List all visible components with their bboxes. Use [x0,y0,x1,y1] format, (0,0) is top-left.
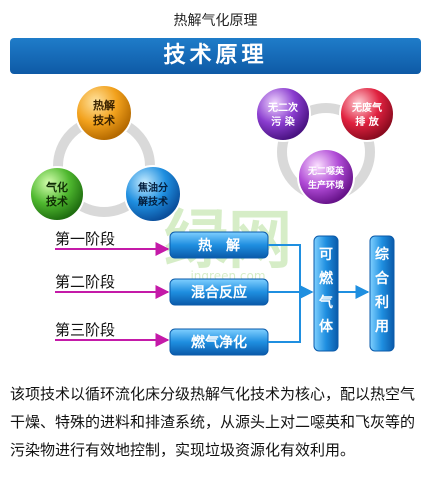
process-box-label: 热 解 [198,237,240,254]
cycle-node-label: 焦油分 [137,181,168,194]
flow-arrow [268,292,301,343]
cycle-node-no-dioxin: 无二噁英 生产环境 [297,148,355,206]
cycle-node-label: 技术 [93,113,115,127]
benefit-cycle: 无二次 污 染 无废气 排 放 无二噁英 生产环境 [255,86,395,206]
stage-3: 第三阶段 [55,321,170,347]
process-box-pyrolysis: 热 解 [169,231,269,259]
vertical-box-char: 合 [375,270,390,287]
vertical-box-char: 可 [319,247,333,263]
vertical-box-char: 气 [318,294,333,311]
cycle-node-label: 生产环境 [308,179,344,191]
stage-label: 第三阶段 [55,321,115,339]
cycle-node-label: 技术 [46,194,68,208]
cycle-node-label: 污 染 [271,115,295,128]
stage-1: 第一阶段 [55,230,170,256]
vertical-box-char: 燃 [319,270,334,287]
vertical-box-label: 综合利用 [375,246,390,335]
vertical-box-label: 可燃气体 [318,247,334,335]
cycle-node-label: 无废气 [351,101,382,114]
stage-label: 第一阶段 [55,230,115,248]
cycle-node-tar-cracking: 焦油分 解技术 [124,165,182,223]
page-caption: 热解气化原理 [173,13,258,29]
stage-2: 第二阶段 [55,273,170,299]
vertical-box-utilization: 综合利用 [369,235,395,352]
vertical-box-char: 用 [375,319,389,335]
vertical-box-char: 利 [375,294,389,311]
banner-title: 技术原理 [163,43,268,68]
vertical-box-char: 综 [375,246,389,263]
cycle-node-gasification: 气化 技术 [29,166,85,222]
process-box-label: 混合反应 [191,284,247,301]
cycle-node-label: 排 放 [355,115,379,128]
tech-cycle: 热解 技术 气化 技术 焦油分 解技术 [29,84,182,223]
stage-label: 第二阶段 [55,273,115,291]
vertical-box-combustible-gas: 可燃气体 [313,235,339,352]
cycle-node-pyrolysis: 热解 技术 [75,84,133,142]
cycle-node-label: 气化 [45,180,68,194]
cycle-node-label: 无二噁英 [307,165,345,177]
cycle-node-label: 热解 [93,98,115,112]
flow-arrows [268,244,370,343]
process-box-label: 燃气净化 [191,334,247,351]
process-box-gas-cleaning: 燃气净化 [169,328,269,356]
process-box-mixing: 混合反应 [169,278,269,306]
description-text: 该项技术以循环流化床分级热解气化技术为核心，配以热空气干燥、特殊的进料和排渣系统… [10,385,416,459]
cycle-node-label: 无二次 [267,101,298,114]
cycle-node-no-secondary-pollution: 无二次 污 染 [255,86,311,142]
title-banner: 技术原理 [10,38,421,74]
cycle-node-no-exhaust: 无废气 排 放 [339,86,395,142]
cycle-node-label: 解技术 [138,195,168,208]
vertical-box-char: 体 [319,318,334,335]
process-diagram: 绿网 ingreen.com 热解 技术 气化 技术 焦油分 解技术 无二次 污… [29,84,395,356]
